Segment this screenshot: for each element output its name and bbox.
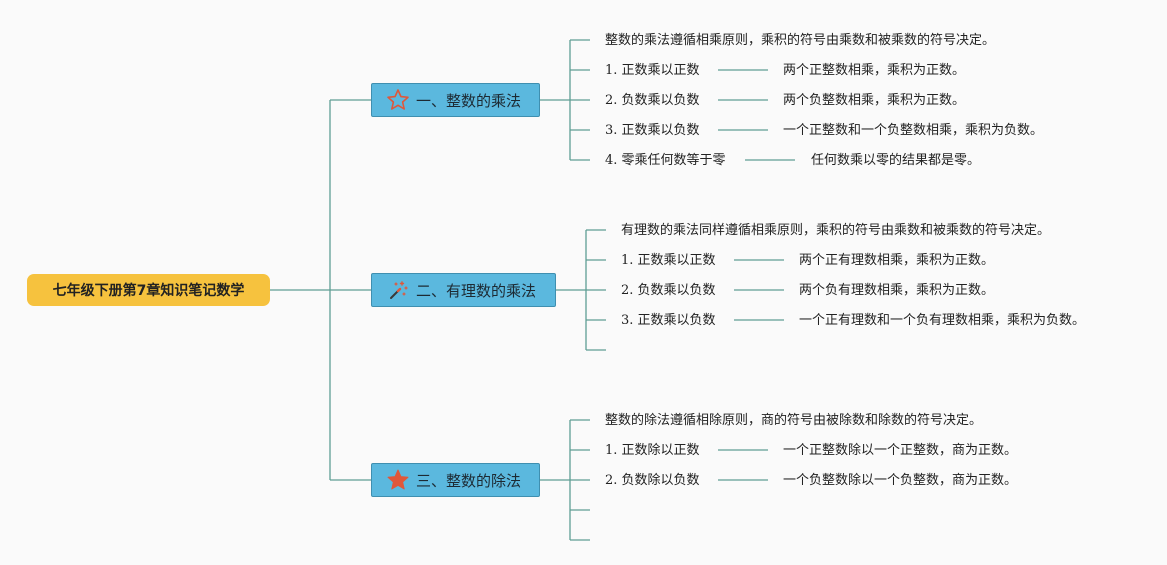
rule-desc: 一个正有理数和一个负有理数相乘，乘积为负数。 [799,313,1086,328]
rule-name: 2. 负数乘以负数 [621,283,716,298]
branch-integer-multiplication[interactable]: 一、整数的乘法 [371,83,540,117]
branch-label: 三、整数的除法 [416,471,522,490]
rule-name: 1. 正数乘以正数 [621,253,716,268]
rule-desc: 一个正整数除以一个正整数，商为正数。 [783,443,1018,458]
branch-rational-multiplication[interactable]: 二、有理数的乘法 [371,273,556,307]
branch-intro: 整数的乘法遵循相乘原则，乘积的符号由乘数和被乘数的符号决定。 [605,33,996,48]
rule-desc: 任何数乘以零的结果都是零。 [811,153,981,168]
rule-desc: 两个负整数相乘，乘积为正数。 [783,93,966,108]
rule-desc: 两个正有理数相乘，乘积为正数。 [799,253,995,268]
branch-intro: 整数的除法遵循相除原则，商的符号由被除数和除数的符号决定。 [605,413,983,428]
rule-name: 1. 正数乘以正数 [605,63,700,78]
rule-name: 1. 正数除以正数 [605,443,700,458]
rule-name: 2. 负数乘以负数 [605,93,700,108]
rule-desc: 一个负整数除以一个负整数，商为正数。 [783,473,1018,488]
root-node[interactable]: 七年级下册第7章知识笔记数学 [27,274,270,306]
branch-label: 二、有理数的乘法 [416,281,537,300]
magic-wand-icon [386,278,410,302]
star-outline-icon [386,88,410,112]
branch-label: 一、整数的乘法 [416,91,522,110]
rule-name: 3. 正数乘以负数 [605,123,700,138]
star-filled-icon [386,468,410,492]
branch-integer-division[interactable]: 三、整数的除法 [371,463,540,497]
rule-name: 2. 负数除以负数 [605,473,700,488]
root-label: 七年级下册第7章知识笔记数学 [52,283,245,299]
rule-name: 4. 零乘任何数等于零 [605,153,726,168]
branch-intro: 有理数的乘法同样遵循相乘原则，乘积的符号由乘数和被乘数的符号决定。 [621,223,1051,238]
rule-desc: 两个负有理数相乘，乘积为正数。 [799,283,995,298]
rule-name: 3. 正数乘以负数 [621,313,716,328]
rule-desc: 一个正整数和一个负整数相乘，乘积为负数。 [783,123,1044,138]
rule-desc: 两个正整数相乘，乘积为正数。 [783,63,966,78]
